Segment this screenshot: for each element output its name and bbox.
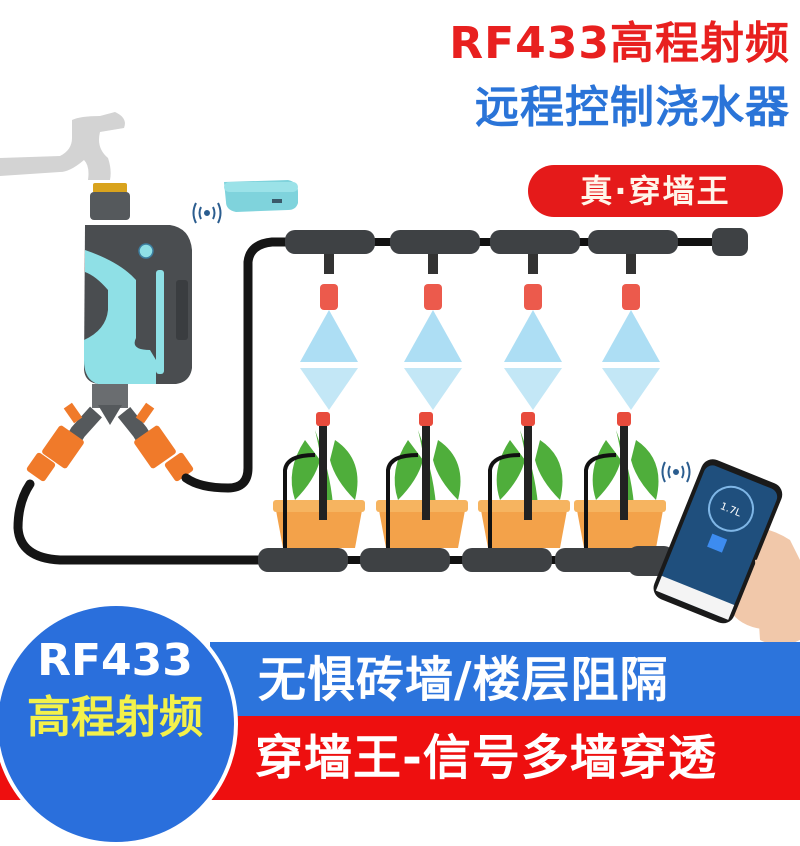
wireless-signal-icon <box>192 202 222 224</box>
brass-connector <box>93 183 127 193</box>
red-banner-text: 穿墙王-信号多墙穿透 <box>255 730 717 786</box>
top-sprinkler-pipe <box>285 228 748 256</box>
potted-plant <box>273 412 666 560</box>
blue-banner <box>210 642 800 718</box>
faucet-icon <box>0 112 125 180</box>
smartphone-app: 1.7L <box>653 459 800 645</box>
power-button-icon <box>138 243 154 259</box>
bottom-drip-pipe <box>258 546 674 576</box>
product-illustration: 1.7L <box>0 112 800 645</box>
circle-badge-line2: 高程射频 <box>27 692 203 743</box>
badge-pill: 真·穿墙王 <box>528 165 783 217</box>
mist-sprinkler-nozzle <box>300 254 660 410</box>
water-timer-device <box>84 225 192 408</box>
wireless-signal-icon <box>661 461 691 483</box>
circle-badge-line1: RF433 <box>37 635 193 686</box>
hose <box>13 237 295 565</box>
headline-primary: RF433高程射频 <box>449 18 790 69</box>
headline-secondary: 远程控制浇水器 <box>475 82 790 133</box>
rf-gateway-hub <box>224 180 298 212</box>
y-splitter-valve <box>26 402 194 482</box>
blue-banner-text: 无惧砖墙/楼层阻隔 <box>258 652 669 708</box>
